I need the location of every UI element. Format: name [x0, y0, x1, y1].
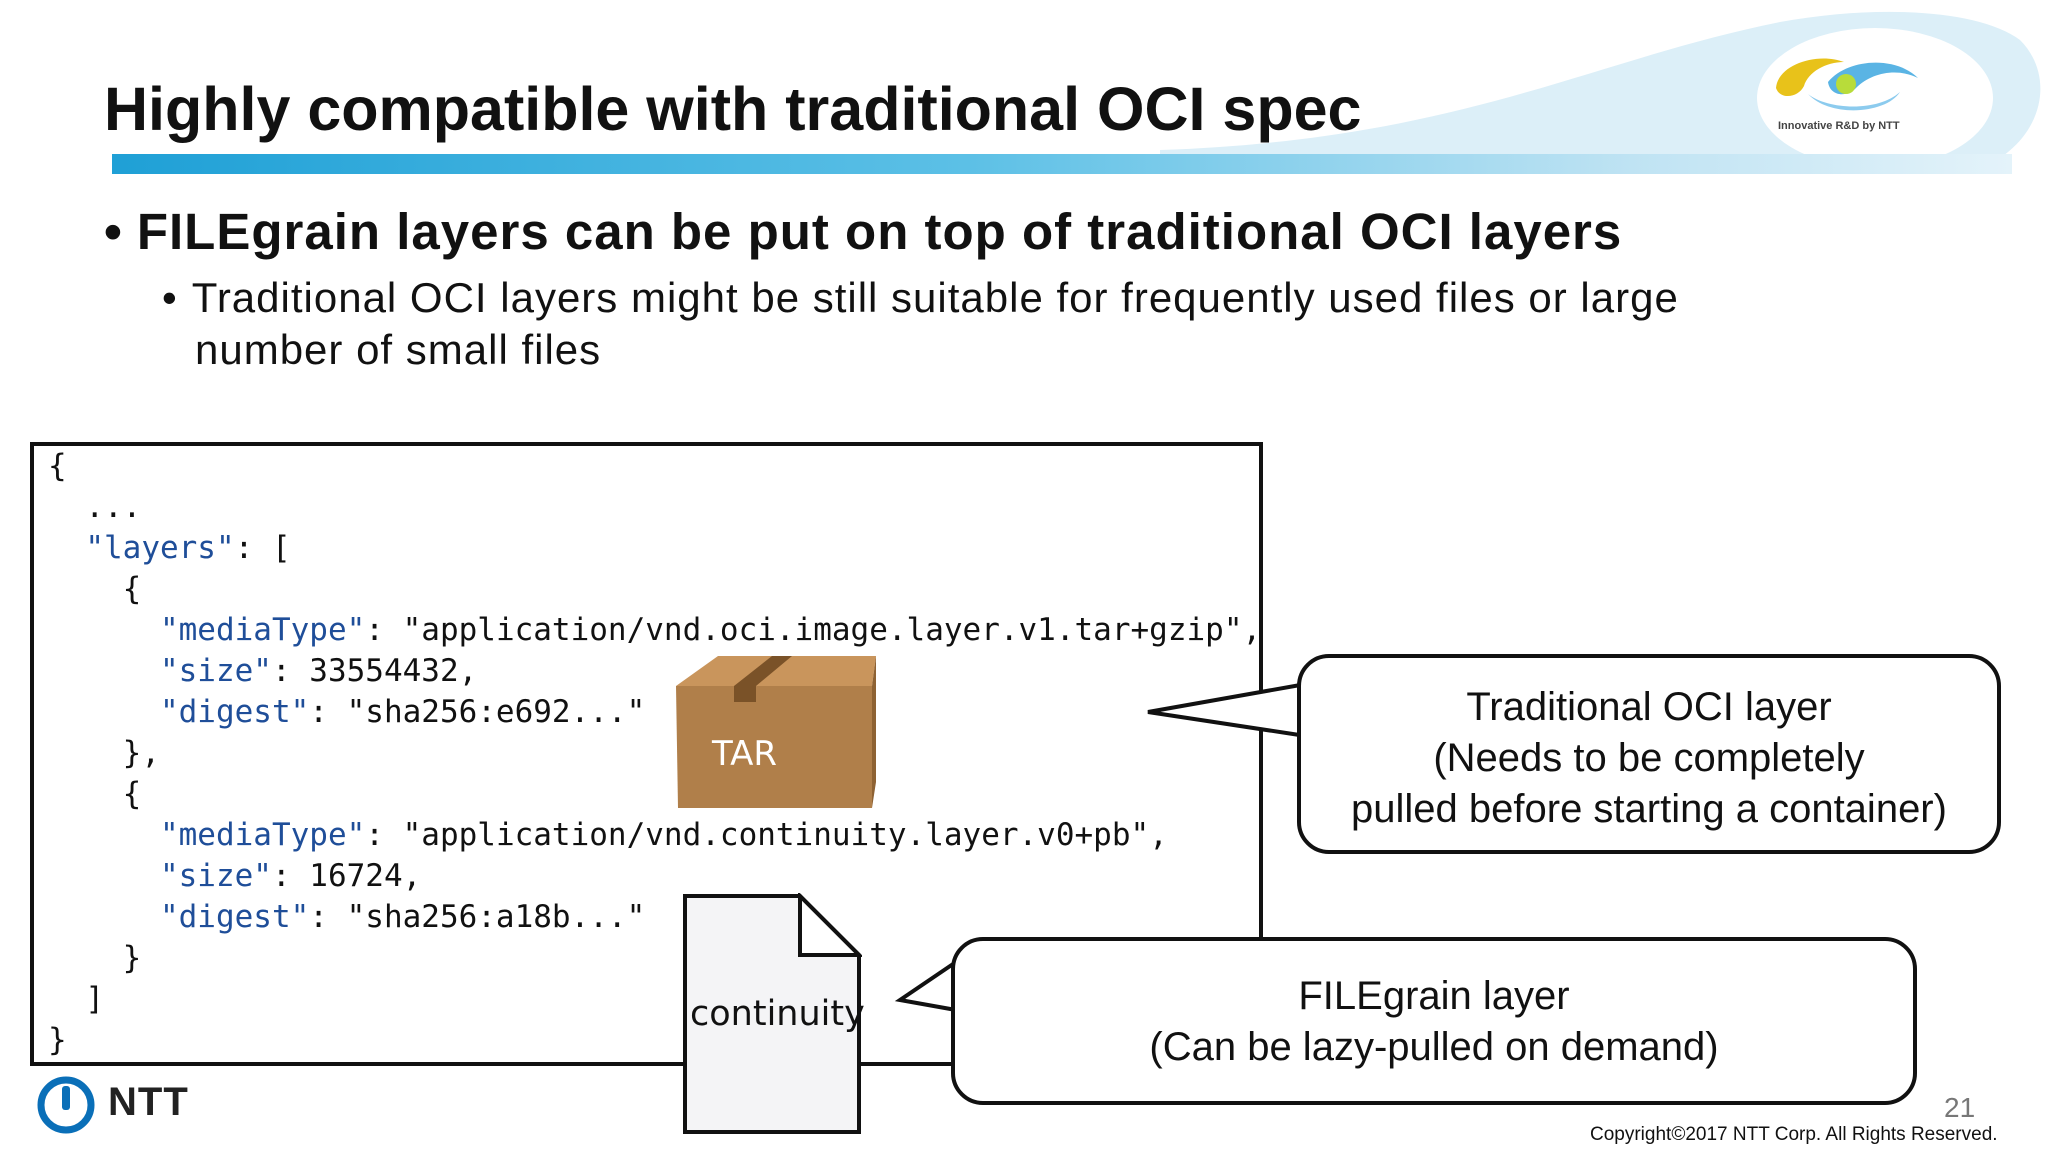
logo-caption: Innovative R&D by NTT [1778, 120, 1900, 132]
code-key: "digest" [159, 694, 310, 730]
callout-filegrain-layer: FILEgrain layer (Can be lazy-pulled on d… [951, 937, 1917, 1105]
callout-text: pulled before starting a container) [1351, 787, 1947, 831]
code-value: : "sha256:a18b..." [309, 899, 646, 935]
bullet-dot: • [162, 274, 178, 321]
code-line: }, [48, 735, 160, 771]
callout-text: FILEgrain layer [1298, 974, 1570, 1018]
copyright: Copyright©2017 NTT Corp. All Rights Rese… [1590, 1124, 1998, 1145]
code-value: : "application/vnd.continuity.layer.v0+p… [365, 817, 1168, 853]
innovative-rd-logo-icon [1776, 58, 1918, 111]
page-title: Highly compatible with traditional OCI s… [104, 75, 1362, 143]
ntt-brand: NTT [108, 1080, 189, 1124]
code-key: "layers" [85, 530, 235, 566]
callout-traditional-layer: Traditional OCI layer (Needs to be compl… [1297, 654, 2001, 854]
bullet-dot: • [104, 203, 123, 260]
page-number: 21 [1944, 1092, 1976, 1123]
continuity-file-label: continuity [690, 994, 865, 1034]
code-key: "mediaType" [159, 817, 366, 853]
manifest-json: { ... "layers": [ { "mediaType": "applic… [48, 446, 1261, 1061]
code-line: { [48, 448, 67, 484]
callout-text: Traditional OCI layer [1466, 685, 1832, 729]
code-key: "size" [159, 858, 272, 894]
code-key: "size" [159, 653, 272, 689]
code-line: ... [48, 489, 142, 525]
code-line: ] [48, 981, 104, 1017]
continuity-file-icon [683, 893, 862, 1134]
callout-text: (Needs to be completely [1433, 736, 1865, 780]
code-value: : "sha256:e692..." [309, 694, 646, 730]
code-line: } [48, 1022, 67, 1058]
code-value: : 16724, [271, 858, 422, 894]
bullet-sub-text-2: number of small files [195, 326, 602, 373]
code-line: { [48, 776, 142, 812]
code-value: : "application/vnd.oci.image.layer.v1.ta… [365, 612, 1262, 648]
code-line: { [48, 571, 142, 607]
ntt-logo-icon [37, 1076, 95, 1134]
tar-box-icon [676, 656, 876, 808]
callout-pointer-filegrain [894, 960, 958, 1012]
code-key: "digest" [159, 899, 310, 935]
callout-pointer-traditional [1147, 682, 1307, 738]
bullet-sub-text-1: Traditional OCI layers might be still su… [191, 274, 1679, 321]
callout-text: (Can be lazy-pulled on demand) [1149, 1025, 1719, 1069]
bullet-main: •FILEgrain layers can be put on top of t… [104, 202, 1622, 261]
code-value: : 33554432, [271, 653, 478, 689]
bullet-main-text: FILEgrain layers can be put on top of tr… [136, 203, 1623, 260]
title-underline-bar [112, 154, 2012, 174]
code-value: : [ [234, 530, 291, 566]
code-line: } [48, 940, 142, 976]
code-key: "mediaType" [159, 612, 366, 648]
bullet-sub: • Traditional OCI layers might be still s… [162, 272, 1679, 376]
tar-label: TAR [712, 734, 778, 774]
